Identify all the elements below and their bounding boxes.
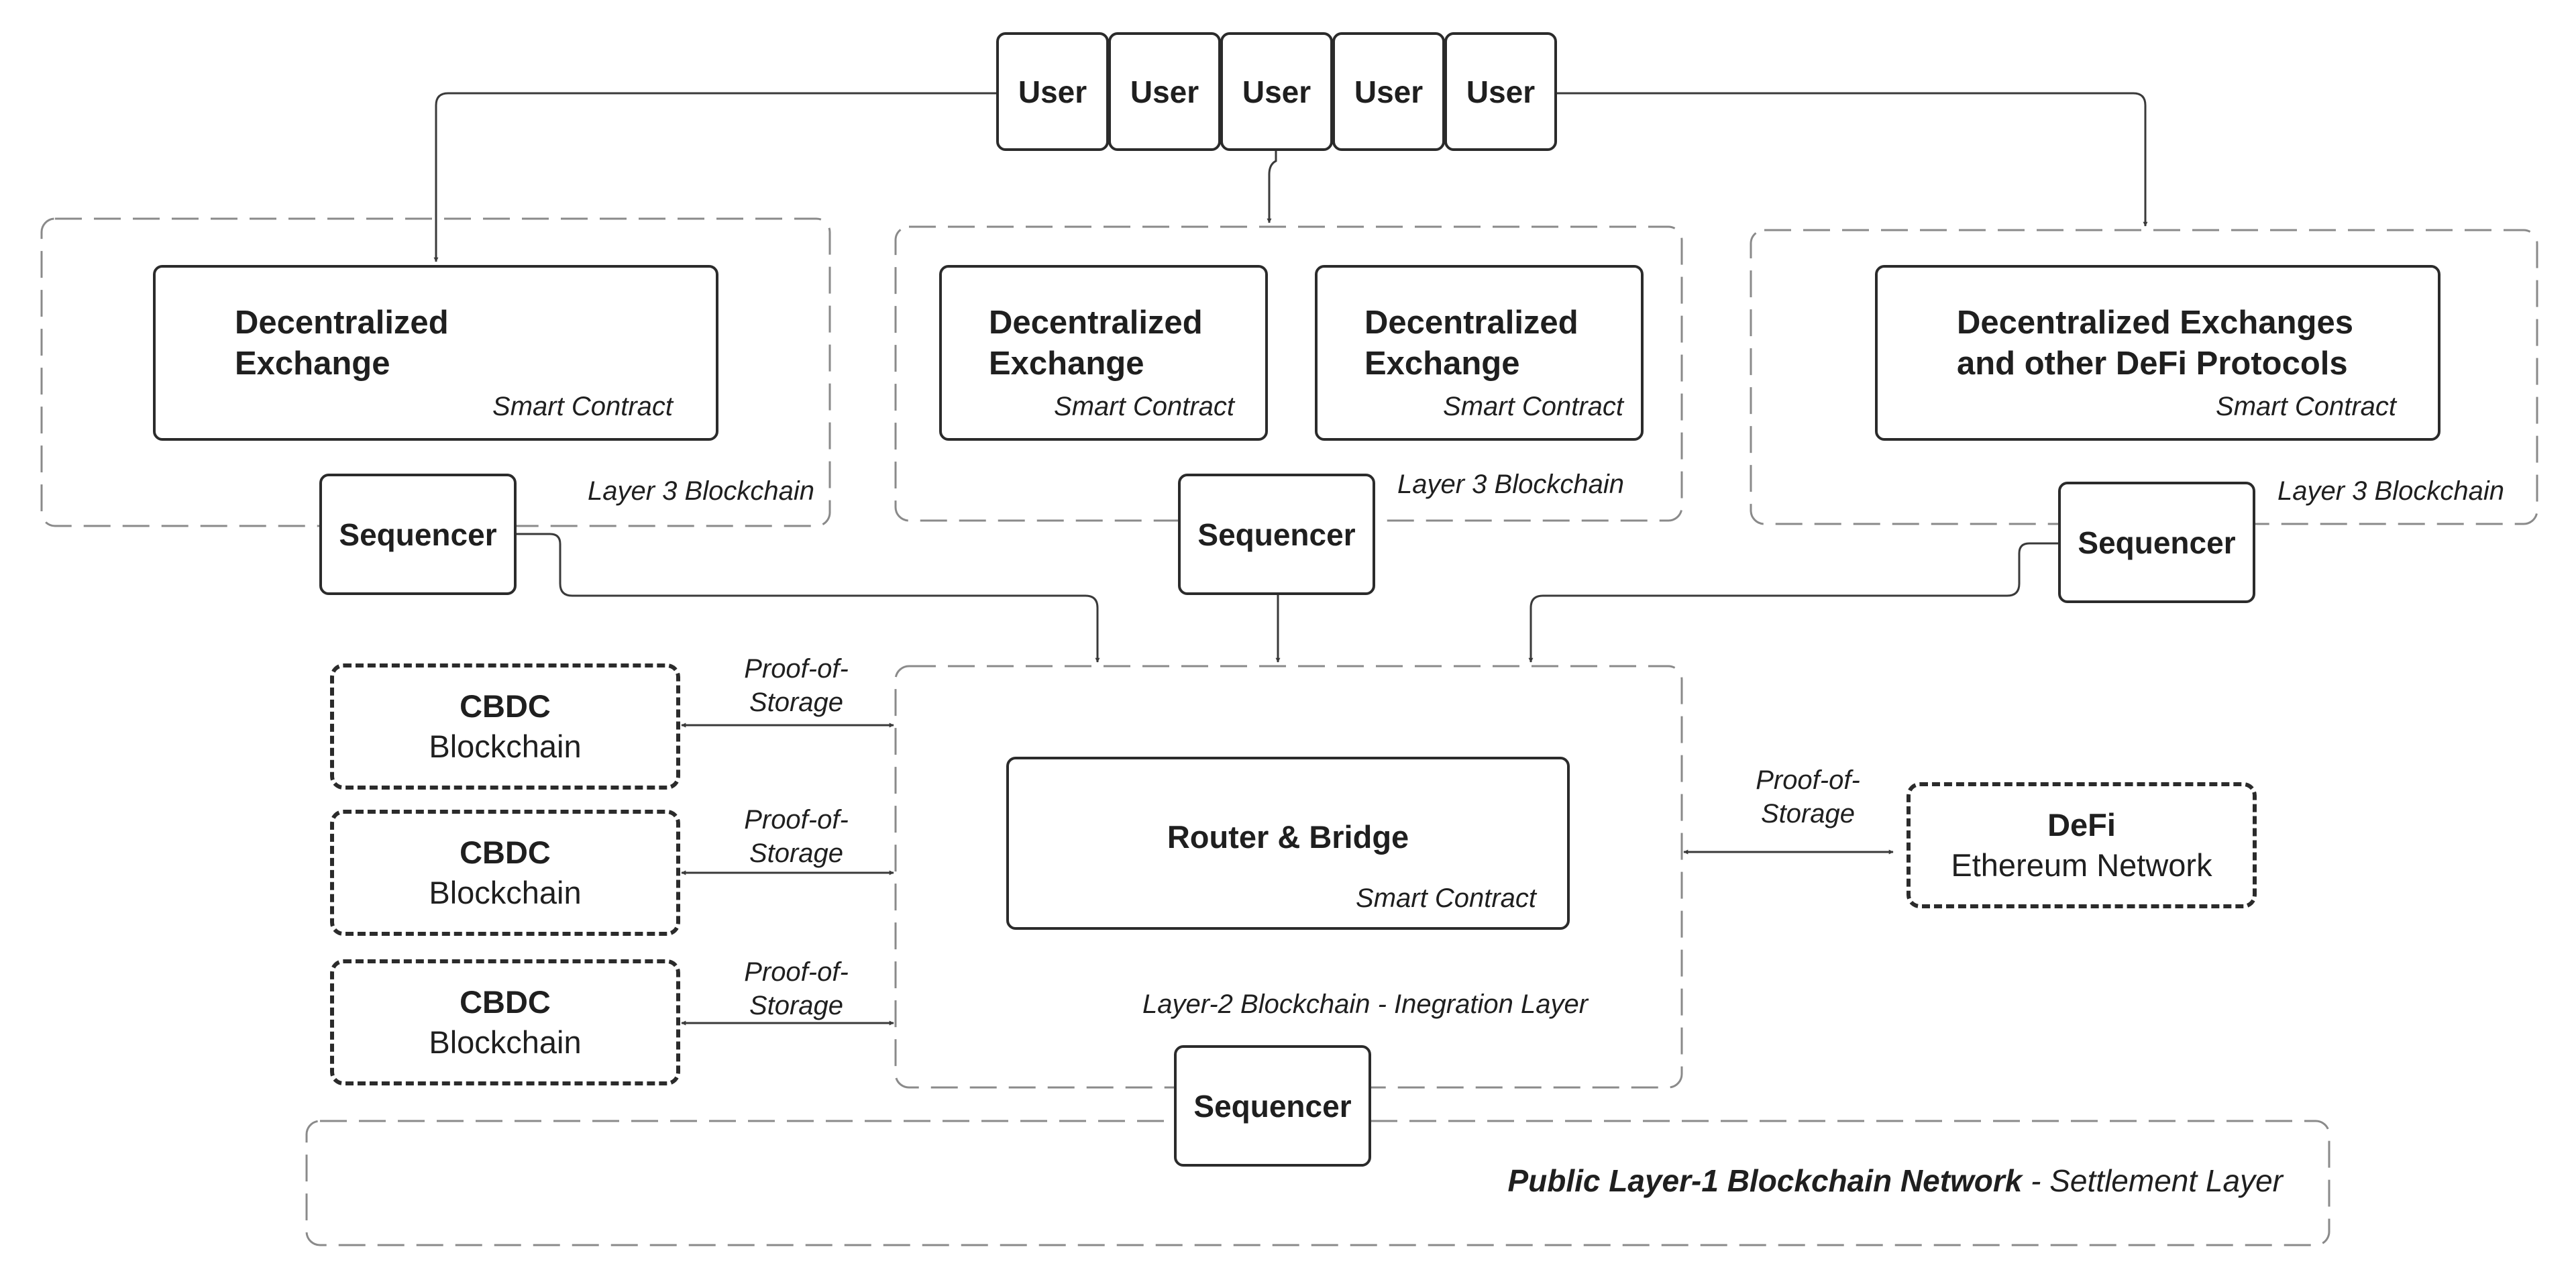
sequencer-layer2: Sequencer — [1174, 1045, 1371, 1167]
proof-of-storage-label-defi: Proof-of- Storage — [1734, 763, 1882, 831]
proof-of-storage-label-3: Proof-of- Storage — [722, 955, 870, 1022]
sequencer-label: Sequencer — [339, 517, 497, 552]
layer1-label-bold: Public Layer-1 Blockchain Network — [1507, 1163, 2023, 1198]
label-line: Storage — [749, 991, 844, 1020]
dex-contract-center-2: Decentralized Exchange Smart Contract — [1315, 265, 1644, 441]
defi-ethereum-box: DeFi Ethereum Network — [1907, 782, 2257, 908]
proof-of-storage-label-1: Proof-of- Storage — [722, 652, 870, 719]
cbdc-box-1: CBDC Blockchain — [330, 663, 680, 790]
contract-title-line: Exchange — [989, 345, 1144, 382]
cbdc-subtitle: Blockchain — [429, 1024, 582, 1060]
contract-title-line: Decentralized — [235, 305, 449, 341]
label-line: Proof-of- — [744, 805, 849, 835]
layer2-label: Layer-2 Blockchain - Inegration Layer — [1142, 989, 1589, 1019]
cbdc-box-3: CBDC Blockchain — [330, 959, 680, 1085]
contract-title-line: Decentralized — [1364, 305, 1578, 341]
arrow-users-to-center — [1267, 151, 1277, 223]
arrow-users-to-left — [433, 92, 996, 262]
contract-title-line: Decentralized — [989, 305, 1203, 341]
arrow-seq-left-to-layer2 — [515, 533, 1100, 663]
dex-contract-center-1: Decentralized Exchange Smart Contract — [939, 265, 1268, 441]
contract-title-line: and other DeFi Protocols — [1957, 345, 2348, 382]
user-box-3: User — [1220, 32, 1333, 151]
router-bridge-contract: Router & Bridge Smart Contract — [1006, 757, 1570, 930]
router-title: Router & Bridge — [1167, 819, 1409, 855]
defi-subtitle: Ethereum Network — [1951, 847, 2212, 883]
contract-subtitle: Smart Contract — [1054, 392, 1234, 421]
label-line: Storage — [1760, 799, 1856, 828]
sequencer-left: Sequencer — [319, 474, 517, 595]
label-line: Proof-of- — [1756, 765, 1860, 795]
user-box-1: User — [996, 32, 1109, 151]
contract-subtitle: Smart Contract — [2216, 392, 2396, 421]
user-label: User — [1354, 74, 1424, 109]
defi-title: DeFi — [2047, 807, 2116, 843]
layer3-left-label: Layer 3 Blockchain — [588, 476, 814, 506]
cbdc-title: CBDC — [460, 688, 551, 724]
cbdc-title: CBDC — [460, 984, 551, 1020]
arrow-seq-right-to-layer2 — [1528, 542, 2061, 663]
contract-title-line: Decentralized Exchanges — [1957, 305, 2353, 341]
layer3-center-label: Layer 3 Blockchain — [1397, 470, 1624, 499]
label-line: Proof-of- — [744, 654, 849, 684]
proof-of-storage-label-2: Proof-of- Storage — [722, 803, 870, 870]
label-line: Storage — [749, 839, 844, 868]
layer3-right-label: Layer 3 Blockchain — [2277, 476, 2504, 506]
user-label: User — [1242, 74, 1311, 109]
router-subtitle: Smart Contract — [1356, 884, 1536, 913]
arrow-users-to-right — [1555, 92, 2148, 227]
layer1-label: Public Layer-1 Blockchain Network - Sett… — [1507, 1163, 2283, 1199]
dex-contract-left: Decentralized Exchange Smart Contract — [153, 265, 718, 441]
sequencer-center: Sequencer — [1178, 474, 1375, 595]
cbdc-subtitle: Blockchain — [429, 875, 582, 910]
user-box-4: User — [1332, 32, 1445, 151]
label-line: Storage — [749, 688, 844, 717]
sequencer-label: Sequencer — [1193, 1088, 1352, 1124]
user-label: User — [1130, 74, 1199, 109]
user-label: User — [1018, 74, 1087, 109]
layer1-label-rest: - Settlement Layer — [2022, 1163, 2283, 1198]
sequencer-label: Sequencer — [1197, 517, 1356, 552]
contract-subtitle: Smart Contract — [492, 392, 673, 421]
sequencer-right: Sequencer — [2058, 482, 2255, 603]
user-box-2: User — [1108, 32, 1221, 151]
cbdc-title: CBDC — [460, 835, 551, 870]
cbdc-subtitle: Blockchain — [429, 729, 582, 764]
contract-title-line: Exchange — [1364, 345, 1520, 382]
sequencer-label: Sequencer — [2078, 525, 2236, 560]
contract-subtitle: Smart Contract — [1443, 392, 1623, 421]
user-label: User — [1466, 74, 1536, 109]
cbdc-box-2: CBDC Blockchain — [330, 810, 680, 936]
dex-defi-contract-right: Decentralized Exchanges and other DeFi P… — [1875, 265, 2440, 441]
contract-title-line: Exchange — [235, 345, 390, 382]
label-line: Proof-of- — [744, 957, 849, 987]
user-box-5: User — [1444, 32, 1557, 151]
